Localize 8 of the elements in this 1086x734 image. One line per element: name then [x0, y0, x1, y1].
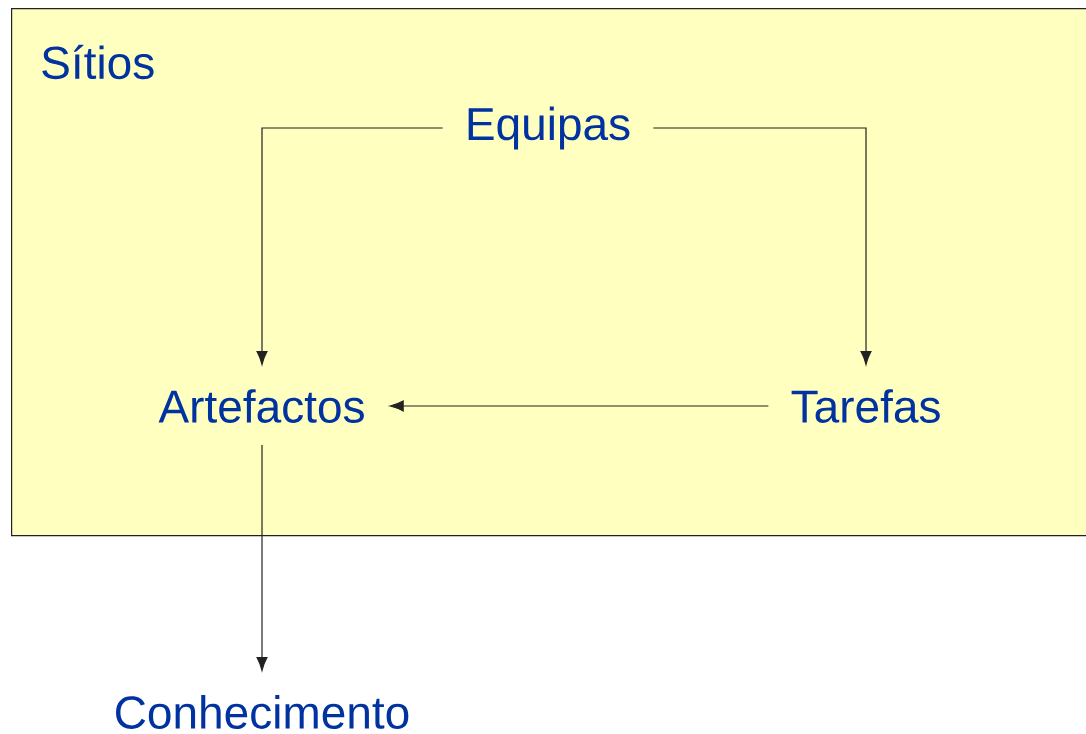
- node-label: Conhecimento: [116, 695, 409, 729]
- arrow: [389, 400, 769, 412]
- node-label: Artefactos: [158, 389, 364, 423]
- node-label: Tarefas: [791, 389, 940, 423]
- arrow: [256, 127, 444, 366]
- node-label: Equipas: [468, 106, 630, 150]
- arrow: [256, 444, 268, 672]
- arrow: [652, 127, 872, 366]
